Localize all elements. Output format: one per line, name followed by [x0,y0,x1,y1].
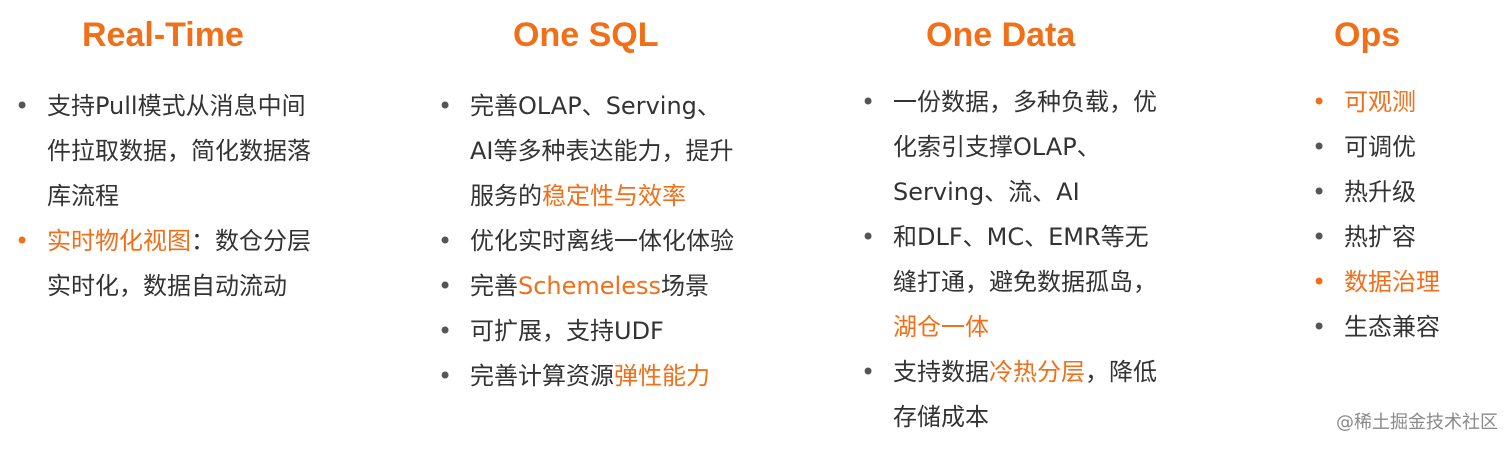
bullet-icon: • [1312,268,1327,296]
bullet-icon: • [438,317,453,345]
list-item: • 完善OLAP、Serving、AI等多种表达能力，提升服务的稳定性与效率 [438,84,740,219]
list-item: • 可观测 [1312,80,1504,125]
list-item: • 可扩展，支持UDF [438,309,740,354]
list-item: • 完善计算资源弹性能力 [438,354,740,399]
list-item: • 数据治理 [1312,260,1504,305]
item-text: 场景 [661,272,709,300]
column-title-ops: Ops [1334,16,1401,54]
item-text: 可扩展，支持UDF [470,317,664,345]
item-text: ，降低存储成本 [893,358,1157,431]
bullet-icon: • [1312,178,1327,206]
item-text: 完善 [470,272,518,300]
list-item: • 完善Schemeless场景 [438,264,740,309]
bullet-list-ops: • 可观测 • 可调优 • 热升级 • 热扩容 • 数据治理 • 生态兼容 [1312,80,1504,350]
bullet-icon: • [438,362,453,390]
bullet-icon: • [861,223,876,251]
bullet-list-one-sql: • 完善OLAP、Serving、AI等多种表达能力，提升服务的稳定性与效率 • 优化… [438,84,740,399]
bullet-icon: • [438,227,453,255]
column-title-real-time: Real-Time [82,16,244,54]
bullet-icon: • [1312,223,1327,251]
item-text: ：数仓分层实时化，数据自动流动 [47,227,311,300]
column-title-one-data: One Data [926,16,1076,54]
bullet-icon: • [1312,133,1327,161]
highlighted-text: 冷热分层 [989,358,1085,386]
item-text: 热扩容 [1344,223,1416,251]
bullet-icon: • [15,92,30,120]
highlighted-text: 数据治理 [1344,268,1440,296]
list-item: • 实时物化视图：数仓分层实时化，数据自动流动 [15,219,317,309]
bullet-icon: • [15,227,30,255]
highlighted-text: 稳定性与效率 [542,182,686,210]
item-text: 可调优 [1344,133,1416,161]
bullet-icon: • [438,272,453,300]
bullet-list-real-time: • 支持Pull模式从消息中间件拉取数据，简化数据落库流程 • 实时物化视图：数仓分层… [15,84,317,309]
item-text: 完善OLAP、Serving、AI等多种表达能力，提升服务的 [470,92,734,210]
highlighted-text: 实时物化视图 [47,227,191,255]
bullet-icon: • [438,92,453,120]
highlighted-text: 可观测 [1344,88,1416,116]
watermark-text: @稀土掘金技术社区 [1336,412,1498,433]
item-text: 和DLF、MC、EMR等无缝打通，避免数据孤岛， [893,223,1157,296]
list-item: • 生态兼容 [1312,305,1504,350]
highlighted-text: 湖仓一体 [893,313,989,341]
list-item: • 一份数据，多种负载，优化索引支撑OLAP、Serving、流、AI [861,80,1165,215]
item-text: 热升级 [1344,178,1416,206]
bullet-list-one-data: • 一份数据，多种负载，优化索引支撑OLAP、Serving、流、AI • 和DLF、… [861,80,1165,440]
item-text: 完善计算资源 [470,362,614,390]
list-item: • 可调优 [1312,125,1504,170]
bullet-icon: • [1312,313,1327,341]
bullet-icon: • [861,358,876,386]
list-item: • 支持Pull模式从消息中间件拉取数据，简化数据落库流程 [15,84,317,219]
bullet-icon: • [1312,88,1327,116]
item-text: 一份数据，多种负载，优化索引支撑OLAP、Serving、流、AI [893,88,1157,206]
highlighted-text: 弹性能力 [614,362,710,390]
list-item: • 支持数据冷热分层，降低存储成本 [861,350,1165,440]
highlighted-text: Schemeless [518,272,661,300]
column-title-one-sql: One SQL [513,16,659,54]
item-text: 生态兼容 [1344,313,1440,341]
list-item: • 热升级 [1312,170,1504,215]
list-item: • 和DLF、MC、EMR等无缝打通，避免数据孤岛， 湖仓一体 [861,215,1165,350]
list-item: • 热扩容 [1312,215,1504,260]
list-item: • 优化实时离线一体化体验 [438,219,740,264]
bullet-icon: • [861,88,876,116]
item-text: 支持数据 [893,358,989,386]
item-text: 优化实时离线一体化体验 [470,227,734,255]
item-text: 支持Pull模式从消息中间件拉取数据，简化数据落库流程 [47,92,311,210]
